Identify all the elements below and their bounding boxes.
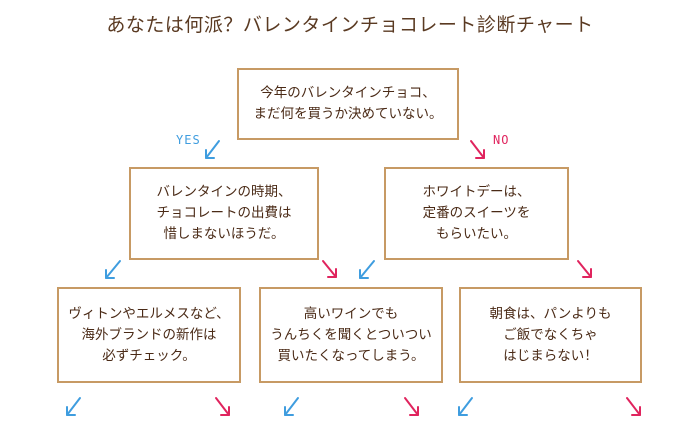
no-arrow-icon [322,260,337,278]
yes-arrow-icon [359,260,375,279]
question-bottom-right-line-1: 朝食は、パンよりも [489,305,612,322]
question-root-line-1: 今年のバレンタインチョコ、 [260,85,436,101]
no-arrow-icon [470,140,485,159]
question-bottom-left-line-3: 必ずチェック。 [102,347,196,364]
yes-arrow-icon [205,140,220,159]
no-arrow-icon [215,397,230,416]
yes-arrow-icon [105,260,121,279]
question-no-branch-line-1: ホワイトデーは、 [422,184,531,200]
yes-arrow-icon [458,397,473,416]
question-bottom-middle-line-3: 買いたくなってしまう。 [277,347,425,364]
no-arrow-icon [404,397,419,416]
question-bottom-right: 朝食は、パンよりも ご飯でなくちゃ はじまらない！ [459,287,642,383]
yes-arrow-icon [284,397,299,416]
chart-title: あなたは何派？バレンタインチョコレート診断チャート [106,14,594,36]
question-bottom-left-line-2: 海外ブランドの新作は [81,326,217,343]
no-arrow-icon [577,260,592,278]
question-bottom-right-line-2: ご飯でなくちゃ [503,326,598,343]
question-root-line-2: まだ何を買うか決めていない。 [253,106,443,122]
question-no-branch-line-2: 定番のスイーツを [422,205,531,221]
question-root: 今年のバレンタインチョコ、 まだ何を買うか決めていない。 [237,68,459,140]
question-bottom-middle: 高いワインでも うんちくを聞くとついつい 買いたくなってしまう。 [259,287,443,383]
question-bottom-right-line-3: はじまらない！ [503,347,598,364]
question-no-branch: ホワイトデーは、 定番のスイーツを もらいたい。 [384,167,569,260]
question-bottom-left: ヴィトンやエルメスなど、 海外ブランドの新作は 必ずチェック。 [57,287,241,383]
yes-label: YES [176,133,201,147]
question-yes-branch-line-2: チョコレートの出費は [156,205,292,221]
question-bottom-middle-line-2: うんちくを聞くとついつい [270,326,432,343]
question-yes-branch-line-3: 惜しまないほうだ。 [163,226,285,242]
no-arrow-icon [626,397,641,416]
question-bottom-left-line-1: ヴィトンやエルメスなど、 [68,305,230,322]
question-yes-branch: バレンタインの時期、 チョコレートの出費は 惜しまないほうだ。 [129,167,319,260]
question-bottom-middle-line-1: 高いワインでも [303,305,399,322]
no-label: NO [493,133,510,147]
question-no-branch-line-3: もらいたい。 [436,226,517,242]
yes-arrow-icon [66,397,81,416]
question-yes-branch-line-1: バレンタインの時期、 [156,184,292,200]
